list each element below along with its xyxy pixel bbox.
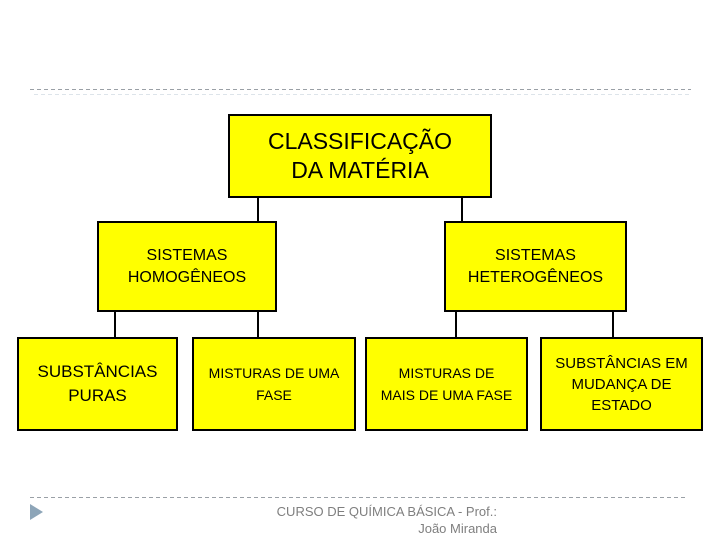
node-label-line: PURAS: [68, 386, 127, 405]
node-label-line: ESTADO: [591, 396, 652, 414]
node-label-line: MISTURAS DE: [398, 365, 495, 381]
node-substancias-em-mudanca-de-estado: SUBSTÂNCIAS EM MUDANÇA DE ESTADO: [540, 337, 703, 431]
bottom-dashed-divider: [30, 497, 688, 498]
node-label-line: SUBSTÂNCIAS EM: [555, 354, 688, 372]
node-misturas-de-uma-fase: MISTURAS DE UMA FASE: [192, 337, 356, 431]
connector-line: [612, 310, 614, 338]
connector-line: [114, 310, 116, 338]
node-label-line: MUDANÇA DE: [571, 375, 672, 393]
node-label-line: SISTEMAS: [146, 246, 228, 264]
connector-line: [461, 196, 463, 222]
node-label-line: HETEROGÊNEOS: [467, 268, 604, 286]
top-dashed-divider-shadow: [34, 94, 691, 95]
footer-caption: CURSO DE QUÍMICA BÁSICA - Prof.: João Mi…: [277, 503, 497, 537]
connector-line: [455, 310, 457, 338]
connector-line: [257, 196, 259, 222]
node-label-line: MAIS DE UMA FASE: [380, 387, 513, 403]
slide-bullet-arrow-icon: [30, 504, 43, 520]
footer-caption-line2: João Miranda: [418, 521, 497, 536]
node-label-line: SUBSTÂNCIAS: [37, 362, 158, 381]
connector-line: [257, 310, 259, 338]
node-label-line: CLASSIFICAÇÃO: [267, 128, 453, 154]
node-label-line: FASE: [256, 387, 292, 403]
node-sistemas-homogeneos: SISTEMAS HOMOGÊNEOS: [97, 221, 277, 312]
node-label-line: SISTEMAS: [495, 246, 576, 264]
node-label-line: HOMOGÊNEOS: [127, 268, 247, 286]
footer-caption-line1: CURSO DE QUÍMICA BÁSICA - Prof.:: [276, 504, 497, 519]
node-substancias-puras: SUBSTÂNCIAS PURAS: [17, 337, 178, 431]
node-misturas-de-mais-de-uma-fase: MISTURAS DE MAIS DE UMA FASE: [365, 337, 528, 431]
node-sistemas-heterogeneos: SISTEMAS HETEROGÊNEOS: [444, 221, 627, 312]
node-label-line: DA MATÉRIA: [291, 157, 429, 183]
top-dashed-divider: [30, 89, 691, 90]
node-label-line: MISTURAS DE UMA: [208, 365, 340, 381]
node-classificacao-da-materia: CLASSIFICAÇÃO DA MATÉRIA: [228, 114, 492, 198]
